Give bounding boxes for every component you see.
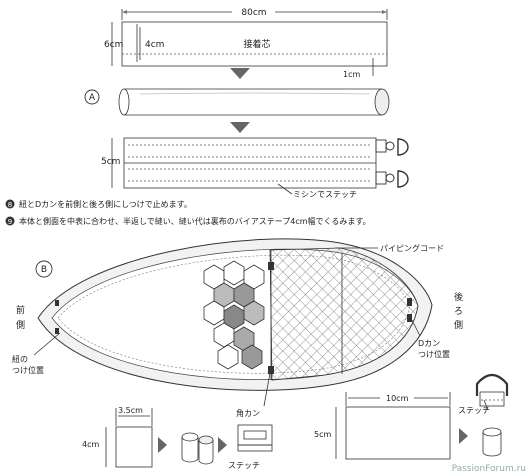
strap-pos-leader xyxy=(33,332,61,356)
small-folded-tab-icon xyxy=(237,424,273,452)
sewn-width-label: 5cm xyxy=(101,157,120,167)
large-stitch-leader xyxy=(483,399,489,411)
small-roll-icon xyxy=(181,432,214,465)
dring-pos-leader xyxy=(411,319,421,337)
svg-text:8: 8 xyxy=(8,201,12,209)
front-label-1: 前 xyxy=(16,304,25,316)
d-ring-top-icon xyxy=(375,138,409,156)
step-b-marker: B xyxy=(35,260,53,278)
step-a-marker: A xyxy=(84,89,100,105)
fabric-strip xyxy=(121,21,388,67)
svg-text:9: 9 xyxy=(8,218,12,226)
front-label-2: 側 xyxy=(16,319,25,331)
large-roll-icon xyxy=(482,427,502,457)
strap-pos-label-2: つけ位置 xyxy=(12,365,44,375)
instruction-8: 8 紐とDカンを前側と後ろ側にしつけで止めます。 xyxy=(5,199,192,209)
interfacing-label: 接着芯 xyxy=(243,38,270,50)
small-stitch-label: ステッチ xyxy=(228,461,260,470)
instruction-8-text: 紐とDカンを前側と後ろ側にしつけで止めます。 xyxy=(19,199,192,209)
inner-height-label: 4cm xyxy=(145,40,164,50)
large-piece-height-label: 5cm xyxy=(314,430,331,439)
back-label-3: 側 xyxy=(454,319,463,331)
back-label-1: 後 xyxy=(454,291,463,303)
margin-dimension: 1cm xyxy=(343,58,374,79)
step-arrow-1-icon xyxy=(230,68,250,79)
svg-text:A: A xyxy=(89,93,96,103)
small-piece-height-label: 4cm xyxy=(82,440,99,449)
dring-pos-label-2: つけ位置 xyxy=(418,349,450,359)
instruction-9-text: 本体と側面を中表に合わせ、半返しで縫い、縫い代は裏布のバイアステープ4cm幅でく… xyxy=(19,216,371,226)
stitch-leader xyxy=(277,183,293,195)
strip-length-dimension: 80cm xyxy=(121,8,388,20)
hexagon-motif xyxy=(203,260,265,370)
piping-label: パイピングコード xyxy=(380,243,444,253)
small-arrow-1-icon xyxy=(158,437,167,453)
large-piece-rect xyxy=(345,406,451,460)
stitched-strap: 5cm xyxy=(101,137,377,189)
large-piece-width-dimension: 10cm xyxy=(345,392,451,406)
small-piece-width-dimension: 3.5cm xyxy=(115,406,153,426)
d-ring-bottom-icon xyxy=(375,170,409,188)
square-ring-leader xyxy=(263,372,271,407)
small-piece-height-dimension: 4cm xyxy=(82,427,107,467)
back-label-2: ろ xyxy=(454,306,463,317)
large-arrow-icon xyxy=(459,428,468,444)
strap-pos-label-1: 紐の xyxy=(12,354,28,364)
large-d-ring-tab-icon xyxy=(475,373,509,407)
svg-text:B: B xyxy=(41,265,47,275)
machine-stitch-label: ミシンでステッチ xyxy=(293,190,357,199)
dring-pos-label-1: Dカン xyxy=(418,339,440,348)
strip-length-label: 80cm xyxy=(241,8,266,18)
strip-height-dimension: 6cm 4cm xyxy=(104,22,164,66)
square-ring-label: 角カン xyxy=(236,408,260,418)
small-arrow-2-icon xyxy=(218,437,227,453)
square-rings xyxy=(55,262,412,374)
watermark: PassionForum.ru xyxy=(452,464,526,474)
large-stitch-label: ステッチ xyxy=(458,406,490,415)
step-arrow-2-icon xyxy=(230,122,250,133)
large-piece-height-dimension: 5cm xyxy=(314,407,337,459)
rolled-tube xyxy=(118,88,390,116)
margin-label: 1cm xyxy=(343,70,360,79)
small-piece-rect xyxy=(115,426,153,468)
small-piece-width-label: 3.5cm xyxy=(118,406,143,415)
instruction-9: 9 本体と側面を中表に合わせ、半返しで縫い、縫い代は裏布のバイアステープ4cm幅… xyxy=(5,216,371,226)
strip-height-label: 6cm xyxy=(104,40,123,50)
large-piece-width-label: 10cm xyxy=(386,394,409,403)
